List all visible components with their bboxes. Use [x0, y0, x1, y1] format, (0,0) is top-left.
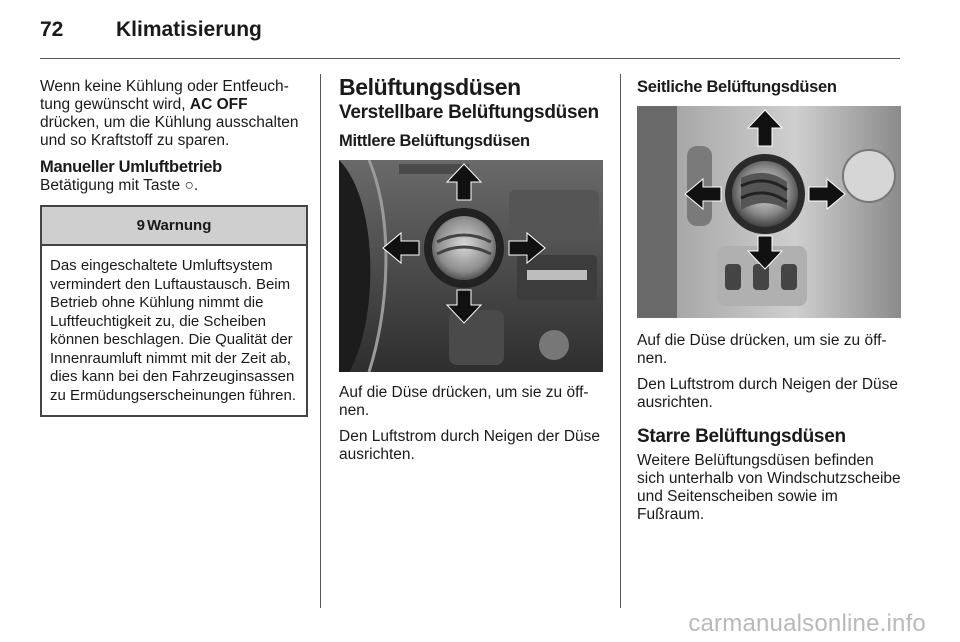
ac-off-label: AC OFF: [189, 96, 248, 113]
center-vents-open-text: Auf die Düse drücken, um sie zu öff­nen.: [339, 384, 589, 419]
fixed-vents-heading: Starre Belüftungsdüsen: [637, 426, 846, 447]
ac-off-text-1: Wenn keine Kühlung oder Entfeuch­tung ge…: [40, 78, 289, 113]
ac-off-text-2: drücken, um die Kühlung ausschalten und …: [40, 114, 299, 149]
center-vent-image: [339, 160, 603, 372]
side-vent-image: [637, 106, 901, 318]
recirculation-operation-end: .: [193, 177, 199, 194]
page-number: 72: [40, 18, 64, 41]
header-rule: [40, 58, 900, 59]
section-title: Belüftungsdüsen: [339, 74, 521, 100]
side-vents-direct-text: Den Luftstrom durch Neigen der Düse ausr…: [637, 376, 899, 411]
warning-icon: 9: [136, 217, 145, 234]
recirculation-operation: Betätigung mit Taste ○.: [40, 177, 308, 195]
column-2: Belüftungsdüsen Verstellbare Belüftungsd…: [339, 74, 603, 472]
column-divider-2: [620, 74, 621, 608]
column-3: Seitliche Belüftungsdüsen Auf die Düse d…: [637, 78, 901, 532]
chapter-title: Klimatisierung: [116, 18, 262, 41]
adjustable-vents-heading: Verstellbare Belüftungsdüsen: [339, 102, 599, 123]
recirculation-operation-text: Betätigung mit Taste: [40, 177, 185, 194]
side-vents-open-text: Auf die Düse drücken, um sie zu öff­nen.: [637, 332, 887, 367]
warning-body: Das eingeschaltete Umluftsystem verminde…: [50, 257, 296, 404]
recirculation-heading: Manueller Umluftbetrieb: [40, 158, 222, 176]
side-vents-heading: Seitliche Belüftungsdüsen: [637, 78, 837, 96]
recirculation-icon: ○: [184, 177, 194, 194]
center-vents-direct-text: Den Luftstrom durch Neigen der Düse ausr…: [339, 428, 601, 463]
center-vents-heading: Mittlere Belüftungsdüsen: [339, 132, 530, 150]
warning-title: Warnung: [146, 217, 212, 234]
fixed-vents-text: Weitere Belüftungsdüsen befinden sich un…: [637, 452, 901, 523]
ac-off-paragraph: Wenn keine Kühlung oder Entfeuch­tung ge…: [40, 78, 308, 150]
column-1: Wenn keine Kühlung oder Entfeuch­tung ge…: [40, 78, 308, 417]
column-divider-1: [320, 74, 321, 608]
watermark: carmanualsonline.info: [688, 610, 926, 637]
